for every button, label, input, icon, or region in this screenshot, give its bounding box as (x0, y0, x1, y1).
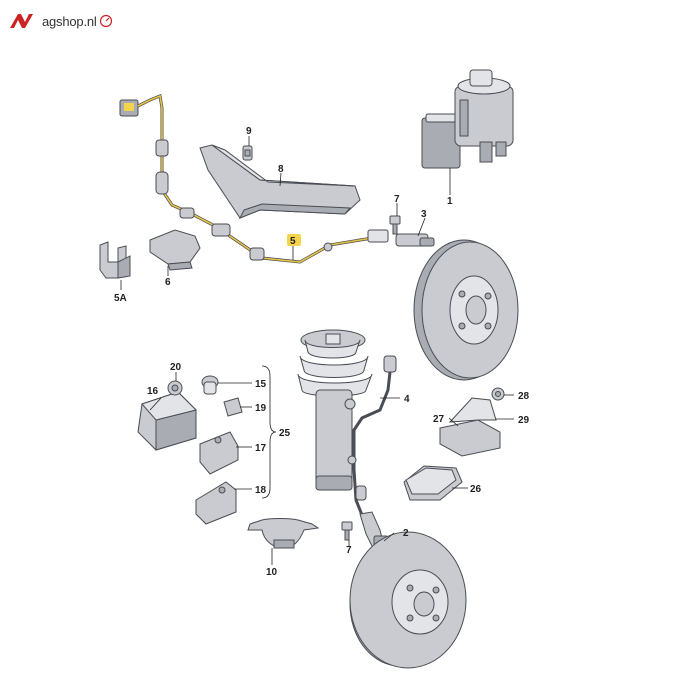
housing-16[interactable] (137, 391, 197, 451)
callout-16: 16 (147, 386, 159, 397)
callout-27: 27 (433, 414, 445, 425)
bolt-7-bottom[interactable] (341, 521, 353, 541)
abs-control-unit[interactable] (421, 69, 514, 169)
callout-7-top: 7 (394, 194, 400, 205)
callout-15: 15 (255, 379, 267, 390)
bolt-7-top[interactable] (389, 215, 401, 235)
callout-6: 6 (165, 277, 171, 288)
callout-29: 29 (518, 415, 530, 426)
callout-1: 1 (447, 196, 453, 207)
grommet-15[interactable] (201, 375, 219, 395)
control-module-27[interactable] (439, 397, 501, 457)
rear-brake-disc (349, 531, 467, 669)
clip-9[interactable] (242, 145, 253, 161)
logo-mark-icon (10, 14, 33, 28)
callout-2: 2 (403, 528, 409, 539)
logo-text: agshop.nl (42, 13, 97, 29)
callout-5a: 5A (114, 293, 127, 304)
callout-28: 28 (518, 391, 530, 402)
callout-8: 8 (278, 164, 284, 175)
ring-clamp[interactable] (247, 518, 320, 549)
callout-4: 4 (404, 394, 410, 405)
bracket-6[interactable] (149, 229, 201, 271)
callout-25: 25 (279, 428, 291, 439)
callout-7-bottom: 7 (346, 545, 352, 556)
callout-5-highlight (287, 234, 301, 246)
callout-17: 17 (255, 443, 267, 454)
screw-28[interactable] (491, 387, 505, 401)
front-brake-disc (413, 239, 519, 381)
callout-labels: 1 2 3 4 5 5A 6 7 7 8 9 10 15 16 17 18 19… (114, 126, 530, 578)
lead-lines (120, 136, 514, 565)
bracket-5a[interactable] (99, 241, 131, 279)
site-logo[interactable]: agshop.nl (8, 10, 113, 32)
bracket-18[interactable] (195, 481, 237, 525)
clip-19[interactable] (223, 397, 243, 417)
callout-10: 10 (266, 567, 278, 578)
callout-19: 19 (255, 403, 267, 414)
callout-26: 26 (470, 484, 482, 495)
bracket-17[interactable] (199, 431, 239, 475)
front-wheel-speed-sensor[interactable] (395, 233, 435, 247)
callout-5: 5 (290, 236, 296, 247)
callout-3: 3 (421, 209, 427, 220)
callout-20: 20 (170, 362, 182, 373)
callout-9: 9 (246, 126, 252, 137)
nut-20[interactable] (167, 380, 183, 396)
strut-assembly (297, 329, 373, 491)
callout-18: 18 (255, 485, 267, 496)
cover-26[interactable] (403, 465, 463, 501)
rear-sensor-wire[interactable] (344, 355, 397, 521)
logo-gauge-icon (99, 14, 112, 28)
abs-wiring-harness[interactable] (119, 93, 389, 264)
